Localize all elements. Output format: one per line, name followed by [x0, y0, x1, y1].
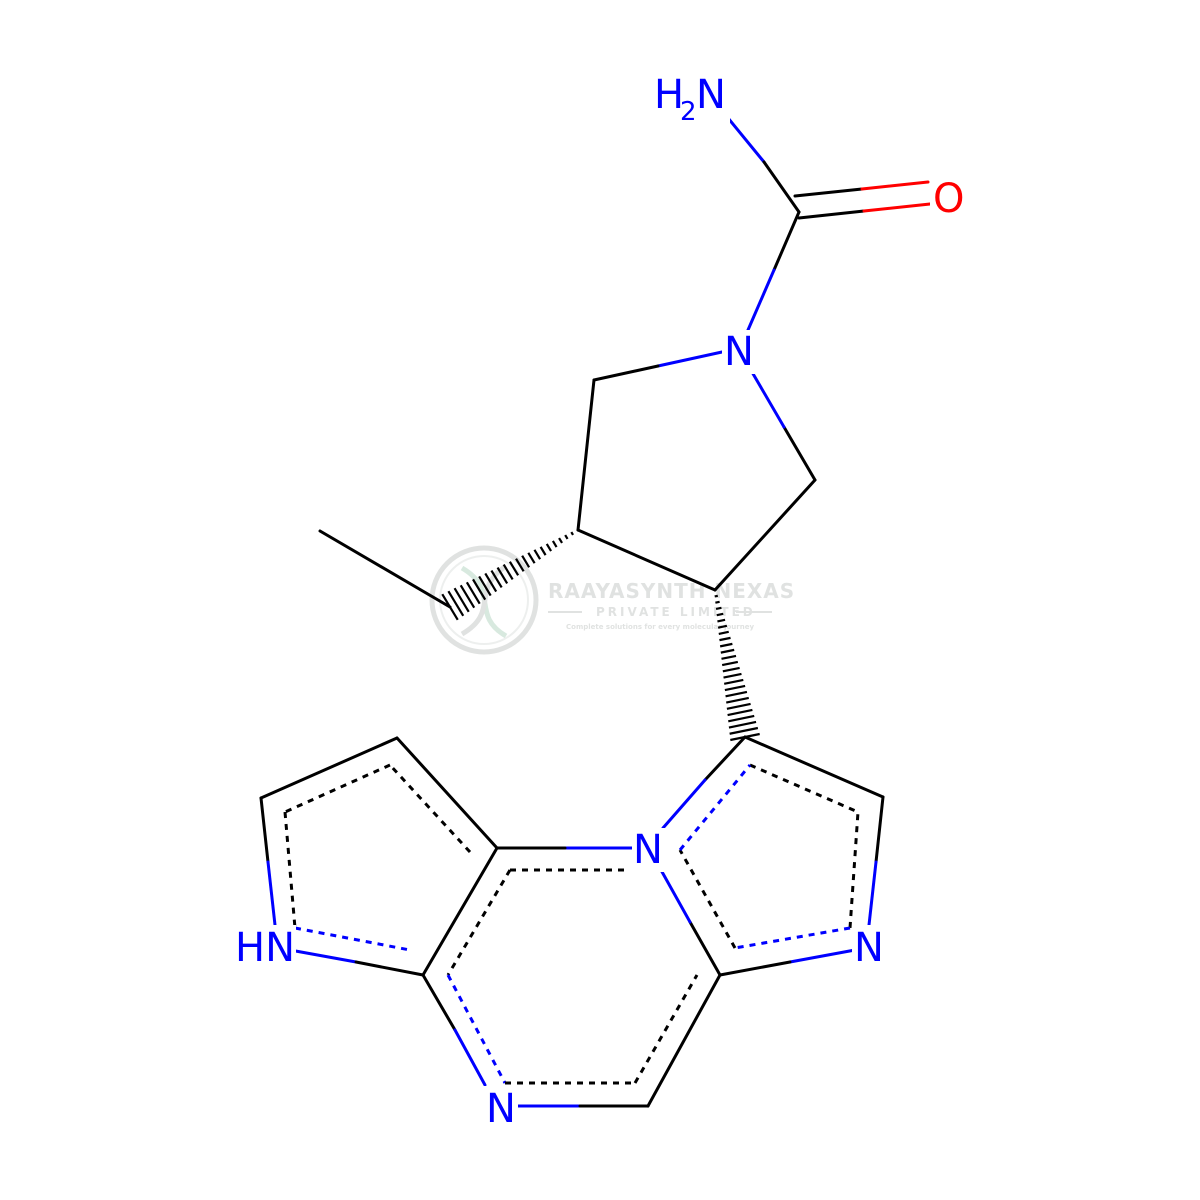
wedge-hash: [715, 606, 722, 611]
wedge-hash: [490, 569, 503, 589]
aromatic-bonds: [283, 763, 860, 1085]
wedge-hash: [719, 642, 733, 648]
wedge-hash: [719, 636, 731, 642]
wedge-hash: [720, 648, 735, 654]
bridgehead-nitrogen-label: N: [633, 827, 663, 873]
pyrazine-nitrogen-label: N: [486, 1086, 516, 1132]
wedge-hash: [723, 678, 744, 685]
wedge-hash: [715, 600, 720, 604]
wedge-hash: [722, 666, 740, 673]
wedge-hash: [539, 546, 547, 556]
wedge-hash: [728, 714, 755, 723]
watermark-tagline: Complete solutions for every molecular j…: [566, 623, 754, 631]
watermark-subtitle: PRIVATE LIMITED: [596, 605, 756, 619]
wedge-hash: [496, 566, 509, 585]
amine-n-label: N: [696, 72, 726, 118]
watermark: RAAYASYNTH NEXAS PRIVATE LIMITED Complet…: [429, 545, 795, 655]
wedge-hash: [729, 726, 759, 735]
wedge-hash: [570, 531, 574, 536]
wedge-hash: [718, 630, 729, 635]
wedge-hash: [723, 672, 742, 679]
wedge-hash: [484, 572, 498, 593]
wedge-hash: [558, 537, 563, 544]
wedge-hash: [447, 590, 465, 617]
wedge-hash: [533, 549, 542, 560]
wedge-hash: [508, 561, 520, 576]
wedge-hash: [724, 684, 746, 692]
wedge-hash: [728, 720, 757, 729]
wedge-hash: [564, 534, 569, 540]
wedge-hash: [515, 558, 525, 572]
wedge-hash: [721, 660, 739, 667]
watermark-company: RAAYASYNTH NEXAS: [548, 579, 795, 603]
wedge-hash: [478, 575, 492, 597]
wedge-hash: [527, 552, 536, 564]
wedge-hash: [716, 612, 724, 617]
wedge-hash: [453, 587, 470, 613]
wedge-hash: [459, 584, 476, 609]
wedge-hash: [726, 696, 749, 704]
wedge-hash: [521, 555, 531, 568]
amine-h-label: H: [654, 72, 684, 118]
wedge-hash: [551, 540, 558, 548]
wedge-hash: [717, 618, 726, 623]
wedge-hash: [472, 578, 487, 601]
bonds: [259, 116, 932, 1108]
stereo-wedge-ethyl: [441, 528, 580, 621]
wedge-hash: [545, 543, 553, 552]
wedge-hash: [465, 581, 481, 605]
pyrrolidine-nitrogen-label: N: [724, 329, 754, 375]
wedge-hash: [727, 708, 753, 717]
stereo-wedge-ring: [713, 588, 760, 742]
wedge-hash: [502, 564, 514, 580]
wedge-hash: [721, 654, 737, 660]
watermark-logo-icon: [429, 545, 539, 655]
wedge-hash: [726, 702, 751, 710]
wedge-hash: [576, 528, 580, 532]
amine-subscript-label: 2: [680, 97, 697, 127]
wedge-hash: [725, 690, 748, 698]
atom-labels: H 2 N O N N N HN N: [234, 70, 966, 1132]
wedge-hash: [730, 732, 760, 742]
carbonyl-oxygen-label: O: [933, 176, 964, 222]
wedge-hash: [714, 594, 719, 598]
wedge-hash: [441, 593, 459, 621]
pyrrole-nh-label: HN: [235, 925, 295, 971]
imidazole-nitrogen-label: N: [854, 925, 884, 971]
wedge-hash: [717, 624, 728, 629]
